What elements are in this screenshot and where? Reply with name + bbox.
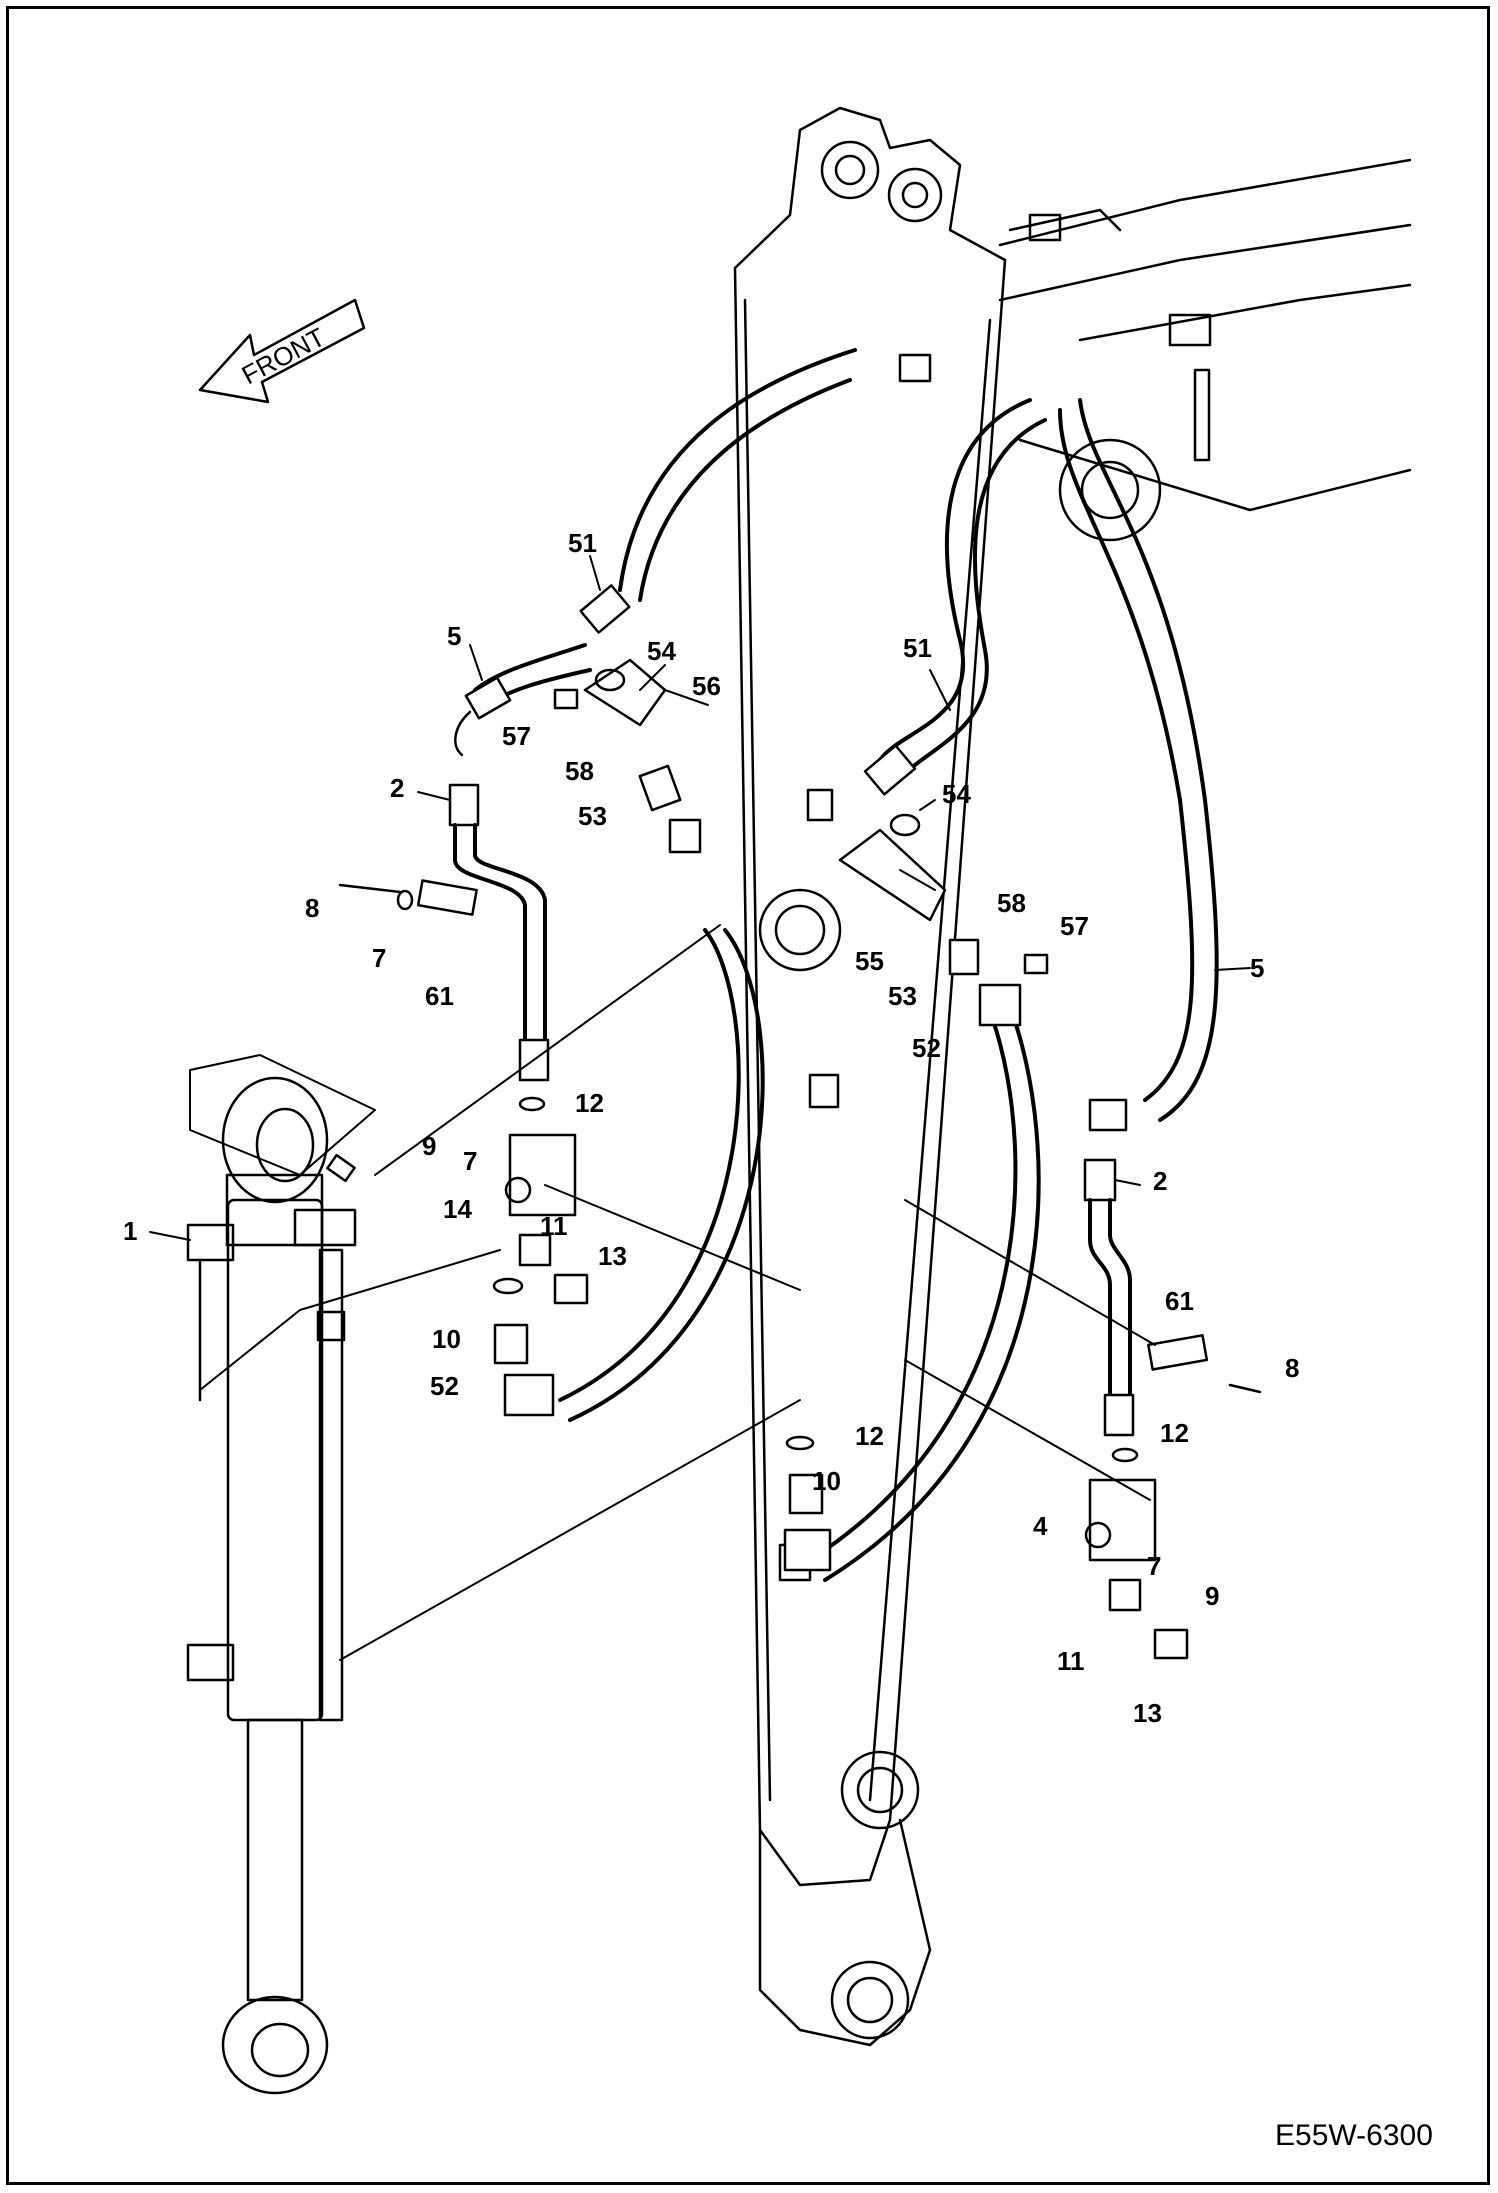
tube-2-left [448, 783, 550, 1082]
callout: 12 [855, 1421, 884, 1451]
hose-51-right [863, 398, 1047, 796]
valve-block-right [785, 1334, 1262, 1660]
callout: 52 [430, 1371, 459, 1401]
callout-leaders [149, 555, 1251, 1241]
hose-51-left [579, 348, 857, 634]
callout: 51 [568, 528, 597, 558]
callout: 11 [1057, 1646, 1085, 1676]
callout: 58 [997, 888, 1026, 918]
callout: 61 [425, 981, 454, 1011]
hose-5-right [1058, 398, 1219, 1132]
boom-body [998, 158, 1412, 542]
callout: 1 [123, 1216, 137, 1246]
callout: 52 [912, 1033, 941, 1063]
callout: 5 [447, 621, 461, 651]
callout: 7 [372, 943, 386, 973]
front-label: FRONT [237, 322, 330, 391]
callout: 53 [888, 981, 917, 1011]
hydraulic-cylinder [186, 1076, 357, 2095]
callout: 13 [598, 1241, 627, 1271]
bracket-55 [838, 813, 1049, 976]
callout: 55 [855, 946, 884, 976]
callout: 9 [422, 1131, 436, 1161]
front-arrow-icon [198, 298, 366, 404]
callout: 54 [647, 636, 676, 666]
bracket-56 [553, 658, 702, 854]
callout: 14 [443, 1194, 472, 1224]
callout: 5 [1250, 953, 1264, 983]
hose-52-right [783, 983, 1041, 1582]
callout: 56 [692, 671, 721, 701]
callout: 11 [540, 1211, 568, 1241]
callout: 8 [305, 893, 319, 923]
callout: 13 [1133, 1698, 1162, 1728]
callout: 57 [502, 721, 531, 751]
callout: 12 [575, 1088, 604, 1118]
callout: 54 [942, 779, 971, 809]
callout: 10 [812, 1466, 841, 1496]
callout: 2 [1153, 1166, 1167, 1196]
callout: 61 [1165, 1286, 1194, 1316]
arm-body [733, 106, 1007, 2047]
reference-lines [189, 924, 1156, 1661]
callout: 2 [390, 773, 404, 803]
callout: 58 [565, 756, 594, 786]
callout: 7 [463, 1146, 477, 1176]
callout: 7 [1147, 1551, 1161, 1581]
valve-block-left [326, 879, 589, 1365]
callout: 53 [578, 801, 607, 831]
callout: 9 [1205, 1581, 1219, 1611]
callout-labels: 1 2 2 4 5 5 7 7 7 8 8 9 9 10 10 11 11 12… [123, 528, 1299, 1728]
callout: 10 [432, 1324, 461, 1354]
drawing-code: E55W-6300 [1275, 2119, 1433, 2152]
tube-2-right [1083, 1158, 1135, 1437]
hose-5-left [454, 643, 592, 757]
callout: 51 [903, 633, 932, 663]
callout: 57 [1060, 911, 1089, 941]
callout: 4 [1033, 1511, 1048, 1541]
callout: 8 [1285, 1353, 1299, 1383]
hose-52-left [503, 928, 765, 1422]
callout: 12 [1160, 1418, 1189, 1448]
